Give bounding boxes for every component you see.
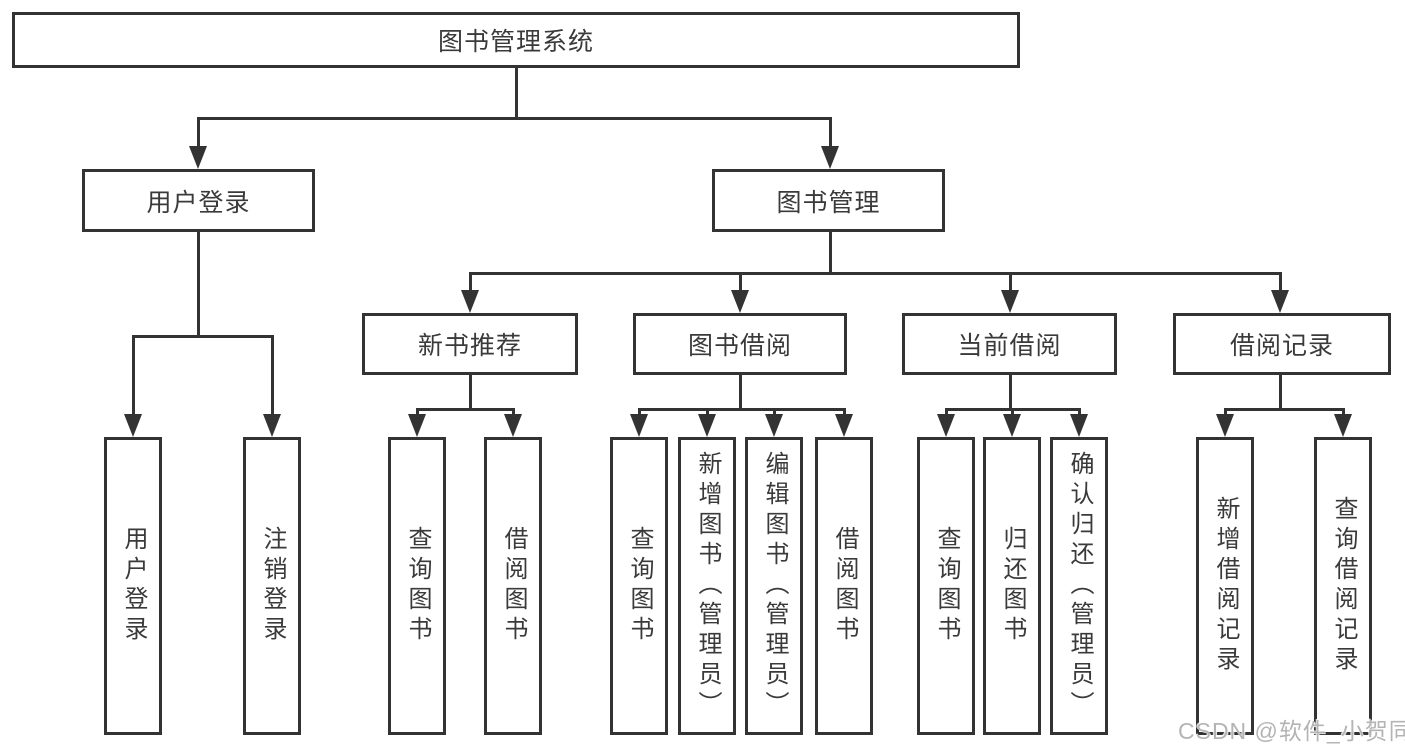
leaf-borrowing-edit-books-admin: 编辑图书（管理员） [745,437,803,735]
connector-line [1009,272,1012,293]
arrowhead-icon [630,414,648,437]
connector-line [416,408,515,411]
arrowhead-icon [504,414,522,437]
leaf-newbook-query-books: 查询图书 [388,437,446,735]
arrowhead-icon [1216,414,1234,437]
arrowhead-icon [937,414,955,437]
arrowhead-icon [1334,414,1352,437]
connector-line [132,335,274,338]
connector-line [843,408,846,416]
node-label: 编辑图书（管理员） [761,451,788,721]
arrowhead-icon [461,290,479,313]
node-label: 借阅图书 [831,526,858,646]
connector-line [132,335,135,416]
connector-line [739,272,742,293]
arrowhead-icon [1070,414,1088,437]
connector-line [469,272,1282,275]
connector-line [271,335,274,416]
connector-line [469,375,472,408]
connector-line [197,117,832,120]
connector-line [1078,408,1081,416]
arrowhead-icon [408,414,426,437]
connector-line [1224,408,1227,416]
node-label: 借阅记录 [1229,332,1334,360]
leaf-current-confirm-return-admin: 确认归还（管理员） [1050,437,1108,735]
connector-line [1342,408,1345,416]
node-label: 查询图书 [933,526,960,646]
leaf-records-query-record: 查询借阅记录 [1314,437,1372,735]
connector-line [1009,375,1012,408]
connector-line [829,117,832,150]
node-label: 新增图书（管理员） [694,451,721,721]
node-book-management: 图书管理 [712,169,945,232]
node-label: 查询借阅记录 [1330,496,1357,676]
node-label: 借阅图书 [500,526,527,646]
connector-line [829,232,832,272]
connector-line [739,375,742,408]
connector-line [1279,375,1282,408]
leaf-borrowing-add-books-admin: 新增图书（管理员） [678,437,736,735]
leaf-newbook-borrow-books: 借阅图书 [484,437,542,735]
node-label: 用户登录 [146,188,251,217]
node-label: 新书推荐 [417,332,522,360]
node-borrowing-records: 借阅记录 [1173,313,1391,375]
arrowhead-icon [698,414,716,437]
node-label: 用户登录 [120,526,147,646]
connector-line [469,272,472,293]
connector-line [773,408,776,416]
arrowhead-icon [1271,290,1289,313]
node-label: 图书借阅 [687,332,792,360]
node-current-borrowing: 当前借阅 [902,313,1117,375]
leaf-current-query-books: 查询图书 [917,437,975,735]
node-label: 当前借阅 [957,332,1062,360]
node-user-login: 用户登录 [82,169,315,232]
arrowhead-icon [124,414,142,437]
connector-line [1224,408,1345,411]
arrowhead-icon [263,414,281,437]
node-label: 新增借阅记录 [1212,496,1239,676]
connector-line [197,117,200,150]
leaf-user-login: 用户登录 [104,437,162,735]
connector-line [638,408,846,411]
node-label: 归还图书 [999,526,1026,646]
connector-line [197,232,200,335]
connector-line [515,68,518,117]
leaf-records-add-record: 新增借阅记录 [1196,437,1254,735]
node-label: 查询图书 [626,526,653,646]
arrowhead-icon [821,146,839,169]
connector-line [945,408,948,416]
node-label: 图书管理 [776,188,881,217]
node-new-book-recommendation: 新书推荐 [362,313,578,375]
arrowhead-icon [1003,414,1021,437]
arrowhead-icon [765,414,783,437]
arrowhead-icon [835,414,853,437]
leaf-current-return-books: 归还图书 [983,437,1041,735]
node-label: 注销登录 [259,526,286,646]
node-book-borrowing: 图书借阅 [633,313,847,375]
node-label: 查询图书 [404,526,431,646]
node-label: 确认归还（管理员） [1066,451,1093,721]
connector-line [638,408,641,416]
watermark: CSDN @软件_小贺同学 [1178,718,1405,744]
arrowhead-icon [1001,290,1019,313]
node-root-library-management-system: 图书管理系统 [12,12,1020,68]
arrowhead-icon [731,290,749,313]
leaf-borrowing-borrow-books: 借阅图书 [815,437,873,735]
connector-line [1011,408,1014,416]
leaf-borrowing-query-books: 查询图书 [610,437,668,735]
connector-line [416,408,419,416]
connector-line [706,408,709,416]
leaf-logout: 注销登录 [243,437,301,735]
connector-line [512,408,515,416]
arrowhead-icon [189,146,207,169]
node-label: 图书管理系统 [437,28,594,56]
connector-line [1279,272,1282,293]
